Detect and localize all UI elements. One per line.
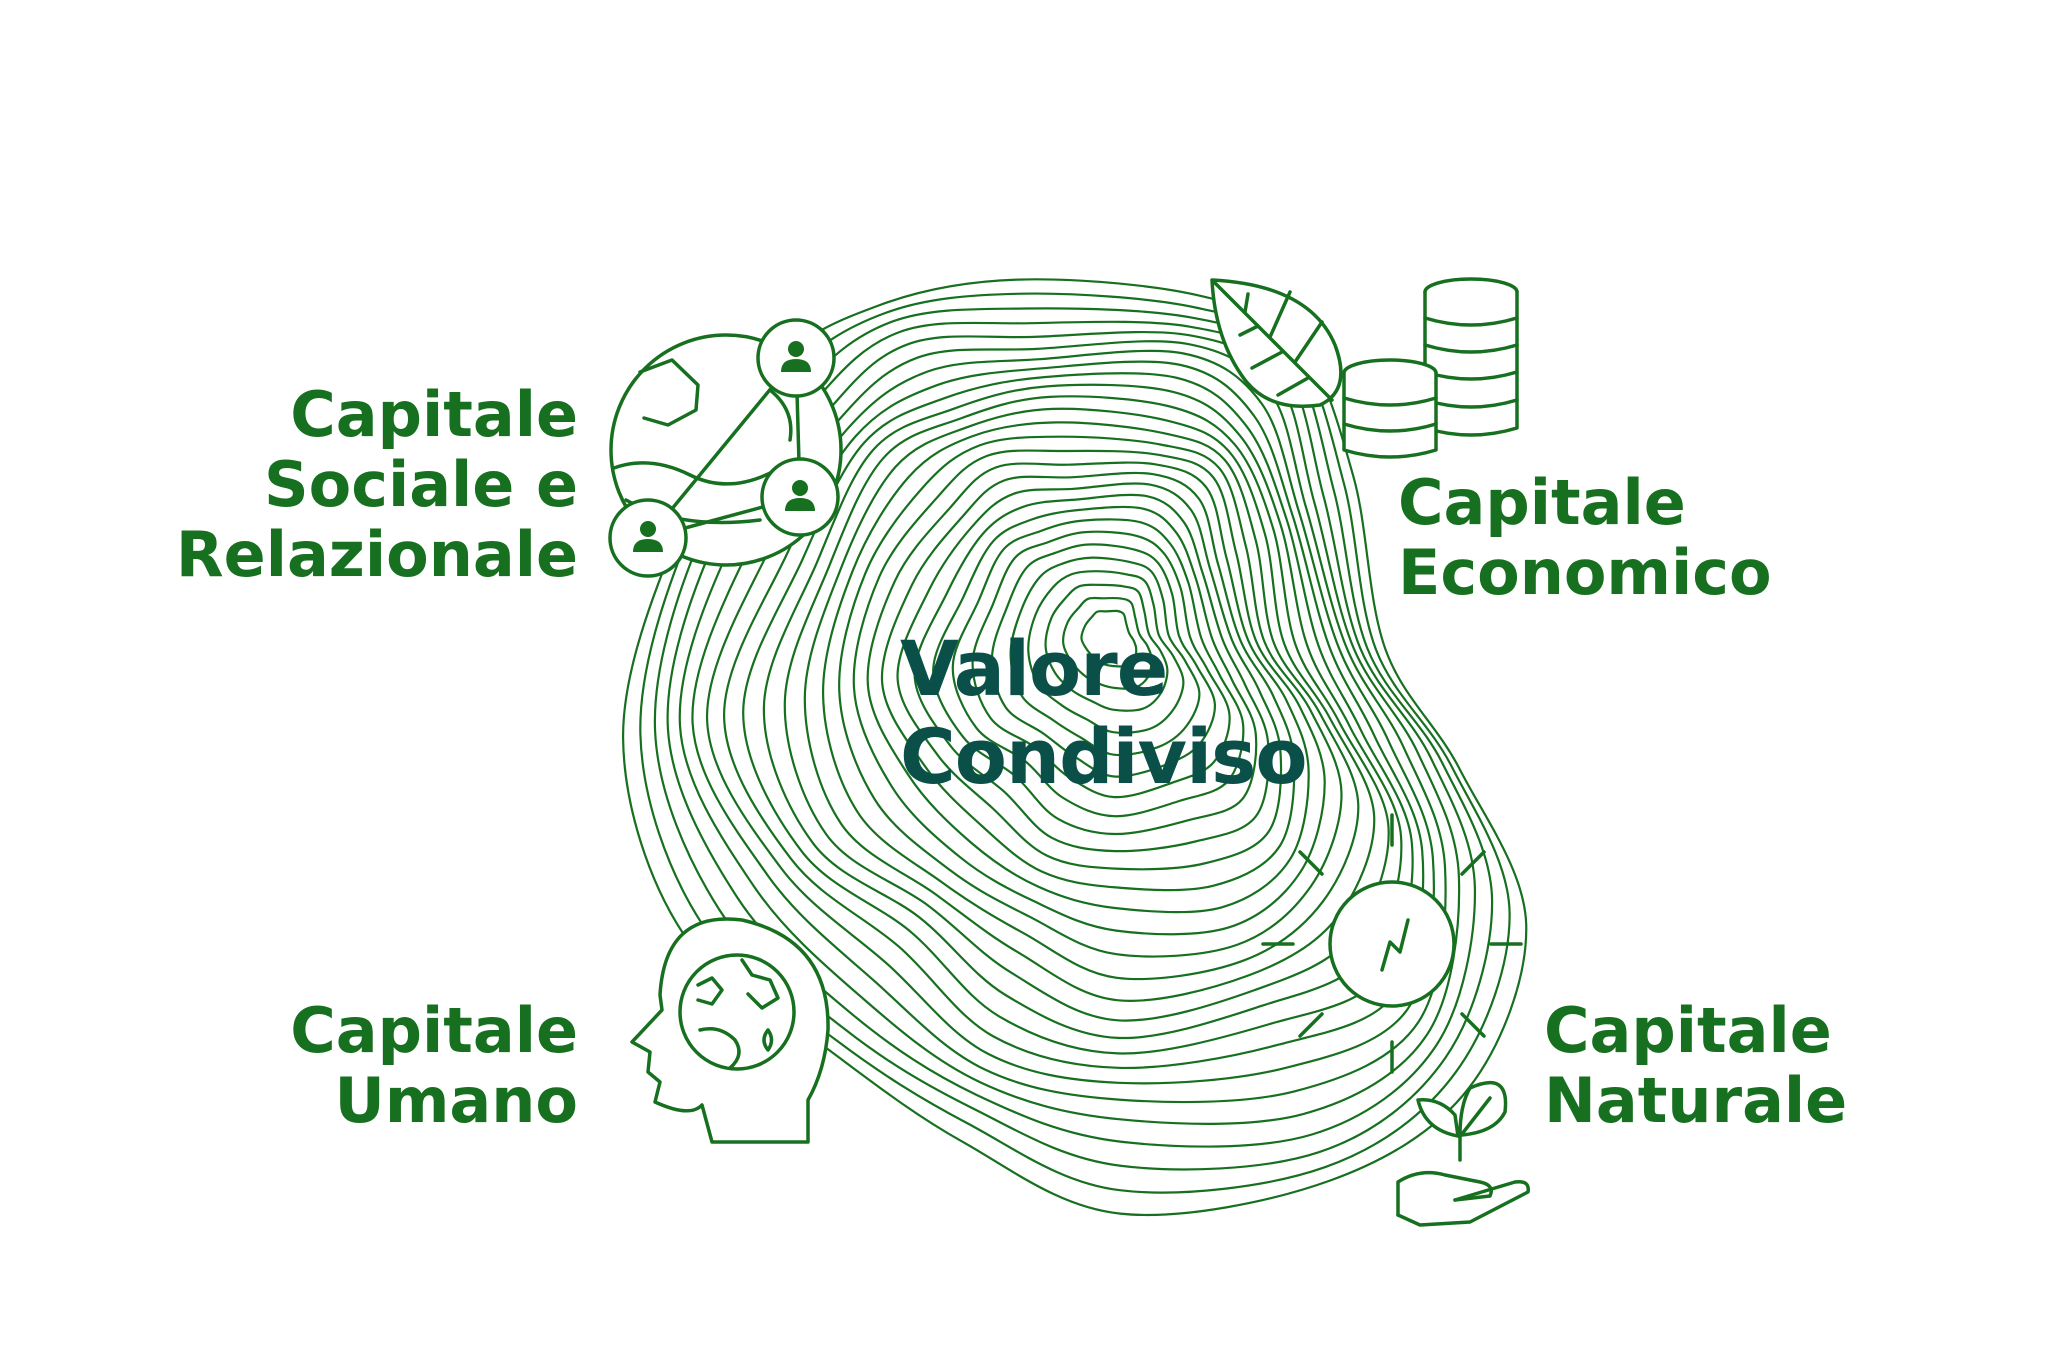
center-title: Valore Condiviso — [900, 624, 1308, 801]
social-network-globe-icon — [608, 318, 843, 578]
contour-ring — [852, 449, 1326, 936]
contour-ring — [821, 421, 1360, 981]
capital-human-line1: Capitale — [290, 994, 578, 1067]
contour-ring — [1027, 570, 1185, 734]
contour-ring — [1009, 556, 1201, 757]
capital-human-line2: Umano — [334, 1064, 578, 1137]
contour-ring — [705, 349, 1435, 1085]
center-title-line1: Valore — [900, 624, 1168, 713]
contour-ring — [838, 435, 1343, 958]
capital-social-line3: Relazionale — [175, 518, 578, 591]
contour-ring — [722, 360, 1425, 1070]
contour-ring — [783, 395, 1390, 1022]
contour-ring — [951, 518, 1245, 818]
contour-ring — [803, 407, 1376, 1002]
contour-ring — [896, 482, 1283, 871]
head-globe-icon — [630, 917, 830, 1144]
energy-sprout-hand-icon — [1261, 813, 1530, 1227]
contour-ring — [1080, 609, 1138, 668]
capital-natural-line1: Capitale — [1544, 994, 1832, 1067]
contour-ring — [880, 471, 1296, 892]
capital-natural-line2: Naturale — [1544, 1064, 1848, 1137]
contour-ring — [971, 530, 1231, 799]
contour-ring — [762, 383, 1403, 1040]
capital-natural-label: Capitale Naturale — [1544, 996, 1847, 1136]
center-title-line2: Condiviso — [900, 712, 1308, 801]
contour-ring — [742, 372, 1414, 1055]
contour-ring — [1044, 583, 1169, 712]
leaf-coins-icon — [1210, 277, 1519, 459]
capital-social-line1: Capitale — [290, 378, 578, 451]
contour-ring — [1062, 596, 1153, 690]
contour-ring — [990, 543, 1217, 778]
capital-human-label: Capitale Umano — [290, 996, 578, 1136]
capital-social-label: Capitale Sociale e Relazionale — [176, 380, 578, 590]
contour-ring — [913, 493, 1270, 853]
capital-economic-line1: Capitale — [1398, 466, 1686, 539]
contour-ring — [932, 505, 1258, 836]
capital-economic-line2: Economico — [1398, 536, 1772, 609]
contour-ring — [866, 461, 1310, 914]
capital-social-line2: Sociale e — [263, 448, 578, 521]
capital-economic-label: Capitale Economico — [1398, 468, 1772, 608]
